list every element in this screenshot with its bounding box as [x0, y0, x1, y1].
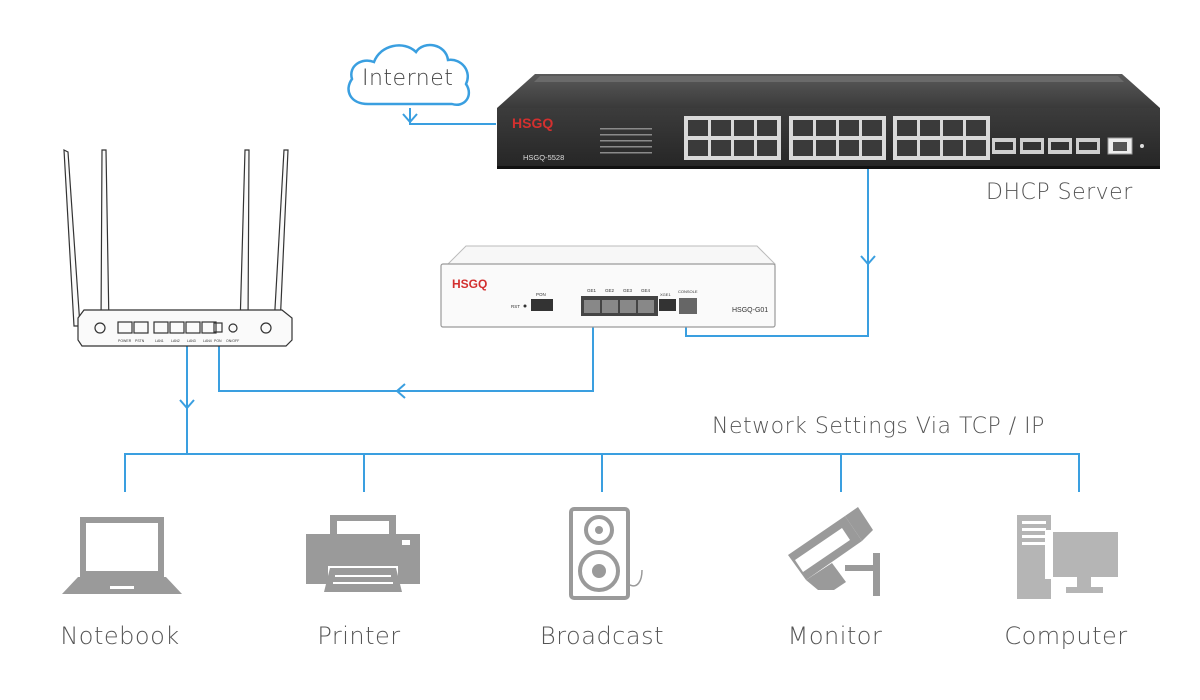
switch-rj45-ports	[684, 116, 990, 160]
olt-to-router-arrow	[395, 383, 406, 399]
connection-lines	[124, 108, 1080, 492]
switch-to-olt-arrow	[860, 255, 876, 266]
device-label-notebook: Notebook	[60, 622, 180, 650]
router-device	[63, 149, 293, 347]
olt-device	[440, 245, 777, 328]
switch-rj45-port	[757, 140, 777, 156]
olt-ge-ports	[581, 296, 658, 316]
switch-rj45-port	[862, 140, 882, 156]
switch-rj45-port	[897, 140, 917, 156]
router-port-onoff: ON/OFF	[226, 339, 239, 343]
switch-rj45-port	[966, 140, 986, 156]
router-port-pstn: PSTN	[135, 339, 145, 343]
switch-sfp-slot	[1079, 142, 1097, 150]
olt-model: HSGQ-G01	[732, 307, 768, 314]
olt-console-port	[679, 298, 697, 314]
switch-rj45-port	[734, 120, 754, 136]
switch-rj45-port	[943, 120, 963, 136]
olt-ge3-label: GE3	[623, 288, 633, 293]
router-port-lan2: LAN2	[171, 339, 180, 343]
switch-brand: HSGQ	[512, 115, 553, 131]
switch-rj45-port	[920, 120, 940, 136]
switch-rj45-port	[897, 120, 917, 136]
device-label-computer: Computer	[1004, 622, 1128, 650]
switch-rj45-port	[966, 120, 986, 136]
router-port-pon: PON	[214, 339, 222, 343]
switch-rj45-port	[734, 140, 754, 156]
switch-rj45-port	[839, 140, 859, 156]
router-port-power: POWER	[118, 339, 132, 343]
olt-rst-label: RST	[511, 304, 520, 309]
switch-sfp-slot	[995, 142, 1013, 150]
olt-console-label: CONSOLE	[678, 289, 698, 294]
device-label-printer: Printer	[317, 622, 401, 650]
router-port-lan3: LAN3	[187, 339, 196, 343]
device-label-broadcast: Broadcast	[540, 622, 664, 650]
antenna-1	[63, 149, 81, 327]
switch-rj45-port	[688, 140, 708, 156]
switch-rj45-port	[757, 120, 777, 136]
switch-rj45-port	[711, 120, 731, 136]
olt-pon-port	[531, 299, 553, 311]
olt-pon-label: PON	[536, 292, 546, 297]
olt-to-router-line	[218, 318, 594, 392]
olt-xge-label: XGE1	[660, 292, 671, 297]
router-port-lan1: LAN1	[155, 339, 164, 343]
printer-icon	[306, 515, 420, 592]
olt-ge2-label: GE2	[605, 288, 615, 293]
switch-rj45-port	[688, 120, 708, 136]
switch-reset-button	[1140, 144, 1144, 148]
speaker-icon	[569, 507, 643, 600]
notebook-icon	[62, 517, 182, 594]
dhcp-server-label: DHCP Server	[986, 180, 1133, 205]
switch-model: HSGQ-5528	[523, 153, 564, 162]
switch-rj45-port	[816, 120, 836, 136]
switch-rj45-port	[793, 120, 813, 136]
olt-ge4-label: GE4	[641, 288, 651, 293]
internet-arrow	[402, 113, 418, 124]
switch-rj45-port	[816, 140, 836, 156]
cctv-camera-icon	[788, 507, 880, 596]
device-label-monitor: Monitor	[787, 622, 883, 650]
olt-brand: HSGQ	[452, 277, 487, 291]
switch-sfp-ports	[992, 138, 1100, 154]
switch-rj45-port	[920, 140, 940, 156]
switch-rj45-port	[839, 120, 859, 136]
switch-rj45-port	[711, 140, 731, 156]
switch-sfp-slot	[1023, 142, 1041, 150]
cloud-icon	[347, 43, 471, 107]
switch-rj45-port	[862, 120, 882, 136]
olt-xge-port	[659, 299, 676, 311]
switch-rj45-port	[793, 140, 813, 156]
switch-sfp-slot	[1051, 142, 1069, 150]
antenna-2	[100, 149, 110, 327]
switch-device	[497, 74, 1160, 169]
switch-rj45-port	[943, 140, 963, 156]
olt-ge1-label: GE1	[587, 288, 597, 293]
antenna-3	[239, 149, 250, 327]
internet-label: Internet	[362, 66, 454, 91]
network-settings-label: Network Settings Via TCP / IP	[712, 414, 1045, 439]
internet-to-switch-line	[409, 108, 496, 125]
computer-icon	[1017, 515, 1118, 599]
router-to-bus-arrow	[179, 399, 195, 410]
antenna-4	[273, 149, 289, 327]
switch-led-block	[600, 128, 652, 154]
router-port-lan4: LAN4	[203, 339, 212, 343]
